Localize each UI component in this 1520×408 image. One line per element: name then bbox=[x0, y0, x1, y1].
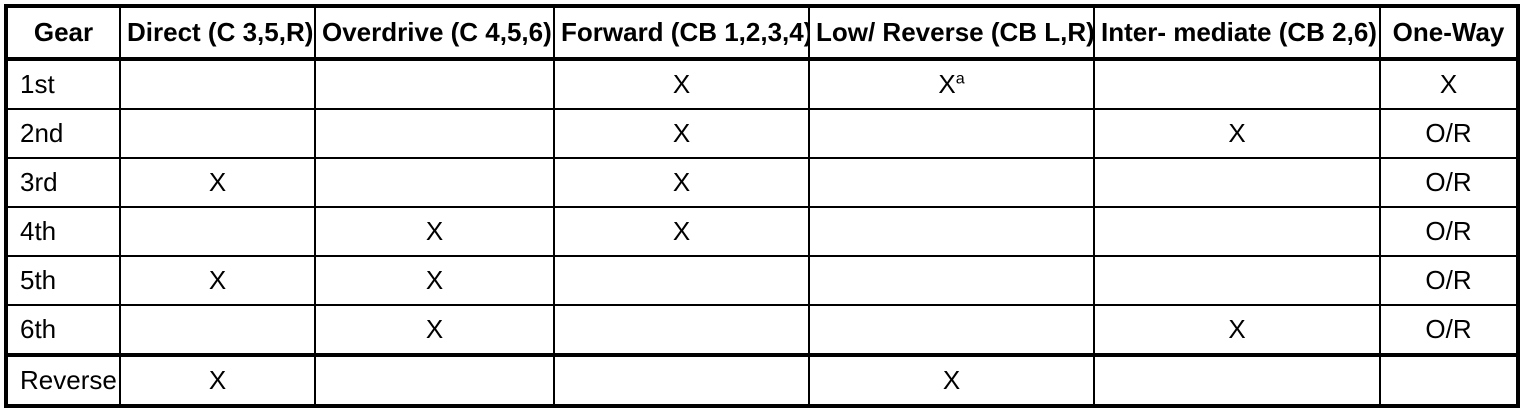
cell-gear: 3rd bbox=[5, 157, 121, 208]
cell-direct bbox=[119, 108, 316, 159]
cell-gear: 6th bbox=[5, 304, 121, 356]
cell-direct: X bbox=[119, 353, 316, 407]
cell-gear: 2nd bbox=[5, 108, 121, 159]
column-header-direct: Direct (C 3,5,R) bbox=[119, 5, 316, 61]
cell-forward bbox=[553, 255, 810, 306]
cell-overdrive: X bbox=[314, 255, 555, 306]
cell-gear: 5th bbox=[5, 255, 121, 306]
cell-gear: Reverse bbox=[5, 353, 121, 407]
cell-overdrive bbox=[314, 353, 555, 407]
cell-overdrive: X bbox=[314, 304, 555, 356]
cell-direct bbox=[119, 58, 316, 110]
column-header-gear: Gear bbox=[5, 5, 121, 61]
cell-overdrive bbox=[314, 108, 555, 159]
column-header-intermediate: Inter- mediate (CB 2,6) bbox=[1093, 5, 1381, 61]
cell-intermediate bbox=[1093, 353, 1381, 407]
cell-intermediate: X bbox=[1093, 304, 1381, 356]
gear-application-table: Gear Direct (C 3,5,R) Overdrive (C 4,5,6… bbox=[4, 4, 1520, 408]
cell-one-way: O/R bbox=[1379, 108, 1519, 159]
column-header-overdrive: Overdrive (C 4,5,6) bbox=[314, 5, 555, 61]
cell-intermediate: X bbox=[1093, 108, 1381, 159]
cell-overdrive: X bbox=[314, 206, 555, 257]
cell-one-way: X bbox=[1379, 58, 1519, 110]
cell-overdrive bbox=[314, 58, 555, 110]
cell-forward: X bbox=[553, 108, 810, 159]
cell-low-reverse bbox=[808, 157, 1095, 208]
table-header: Gear Direct (C 3,5,R) Overdrive (C 4,5,6… bbox=[5, 5, 1519, 61]
cell-direct: X bbox=[119, 255, 316, 306]
cell-direct: X bbox=[119, 157, 316, 208]
cell-forward bbox=[553, 353, 810, 407]
cell-one-way: O/R bbox=[1379, 206, 1519, 257]
cell-intermediate bbox=[1093, 255, 1381, 306]
cell-low-reverse bbox=[808, 304, 1095, 356]
cell-forward bbox=[553, 304, 810, 356]
table-header-row: Gear Direct (C 3,5,R) Overdrive (C 4,5,6… bbox=[5, 5, 1519, 61]
cell-gear: 1st bbox=[5, 58, 121, 110]
cell-intermediate bbox=[1093, 58, 1381, 110]
column-header-forward: Forward (CB 1,2,3,4) bbox=[553, 5, 810, 61]
cell-one-way bbox=[1379, 353, 1519, 407]
cell-intermediate bbox=[1093, 157, 1381, 208]
cell-one-way: O/R bbox=[1379, 304, 1519, 356]
cell-low-reverse: X bbox=[808, 353, 1095, 407]
cell-direct bbox=[119, 206, 316, 257]
cell-forward: X bbox=[553, 157, 810, 208]
cell-low-reverse bbox=[808, 206, 1095, 257]
cell-low-reverse bbox=[808, 255, 1095, 306]
cell-one-way: O/R bbox=[1379, 255, 1519, 306]
cell-intermediate bbox=[1093, 206, 1381, 257]
cell-forward: X bbox=[553, 206, 810, 257]
cell-forward: X bbox=[553, 58, 810, 110]
cell-low-reverse: Xa bbox=[808, 58, 1095, 110]
column-header-low-reverse: Low/ Reverse (CB L,R) bbox=[808, 5, 1095, 61]
cell-direct bbox=[119, 304, 316, 356]
footnote-marker: a bbox=[955, 69, 965, 88]
cell-gear: 4th bbox=[5, 206, 121, 257]
cell-overdrive bbox=[314, 157, 555, 208]
cell-low-reverse bbox=[808, 108, 1095, 159]
column-header-one-way: One-Way bbox=[1379, 5, 1519, 61]
cell-one-way: O/R bbox=[1379, 157, 1519, 208]
